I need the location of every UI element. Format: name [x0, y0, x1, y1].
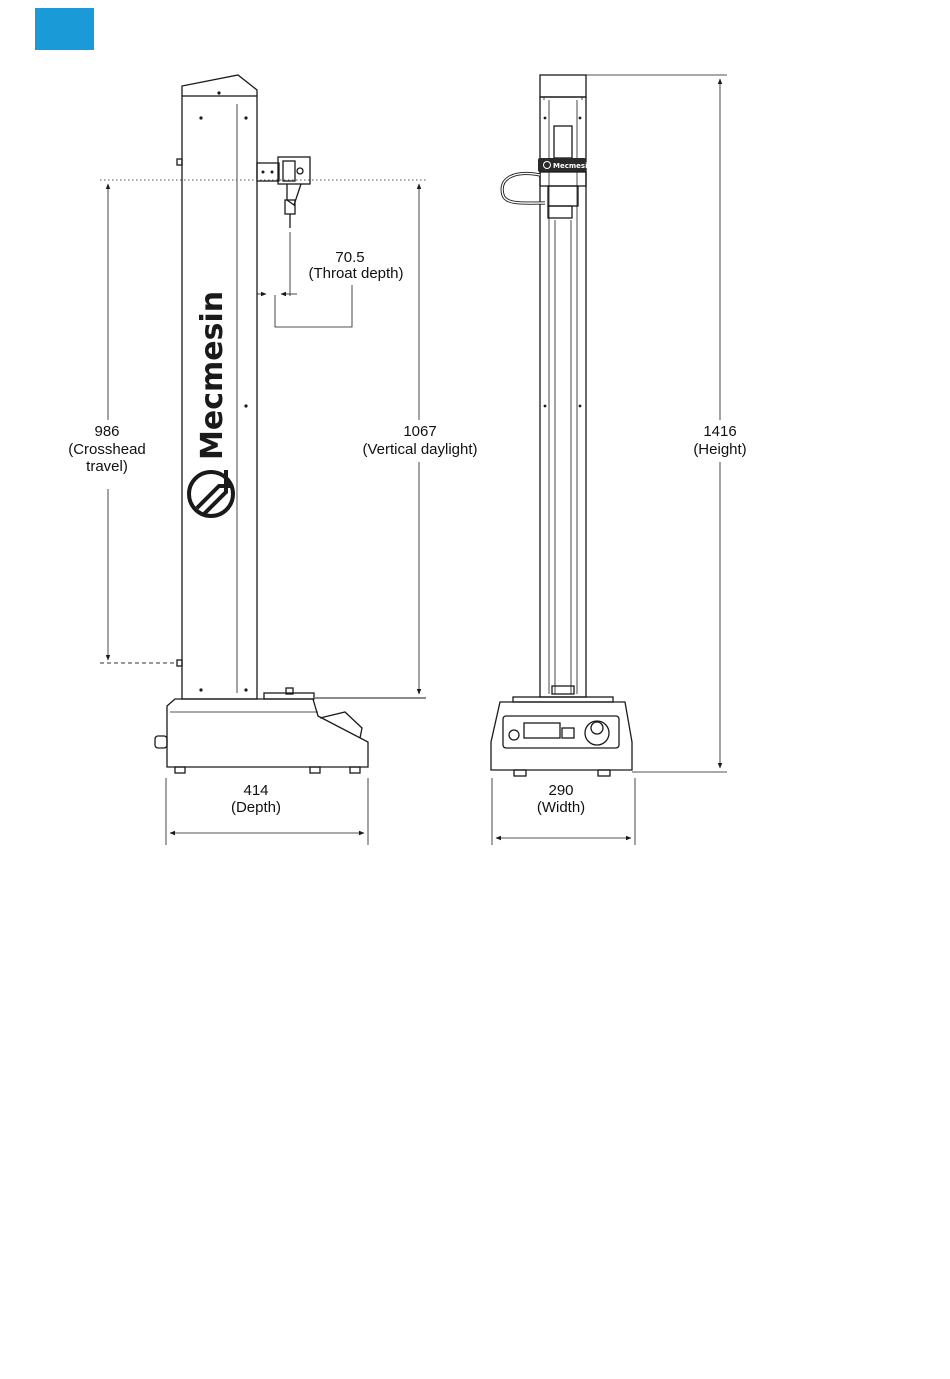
- throat-value: 70.5: [335, 249, 364, 266]
- front-column: [540, 97, 586, 697]
- daylight-value: 1067: [403, 423, 436, 440]
- depth-label: (Depth): [231, 799, 281, 816]
- front-view: Mecmesin: [491, 75, 632, 776]
- crosshead-label-2: travel): [86, 458, 128, 475]
- mecmesin-logo-text: Mecmesin: [195, 291, 230, 460]
- side-base: [155, 688, 368, 773]
- front-top-cap: [540, 75, 586, 97]
- daylight-label: (Vertical daylight): [362, 441, 477, 458]
- depth-value: 414: [243, 782, 268, 799]
- width-value: 290: [548, 782, 573, 799]
- mecmesin-logo-mark: [189, 470, 233, 516]
- crosshead-value: 986: [94, 423, 119, 440]
- front-logo-text: Mecmesin: [553, 162, 592, 170]
- side-crosshead: [257, 157, 310, 228]
- height-label: (Height): [693, 441, 746, 458]
- width-label: (Width): [537, 799, 585, 816]
- throat-label: (Throat depth): [308, 265, 403, 282]
- height-value: 1416: [703, 423, 736, 440]
- crosshead-label-1: (Crosshead: [68, 441, 146, 458]
